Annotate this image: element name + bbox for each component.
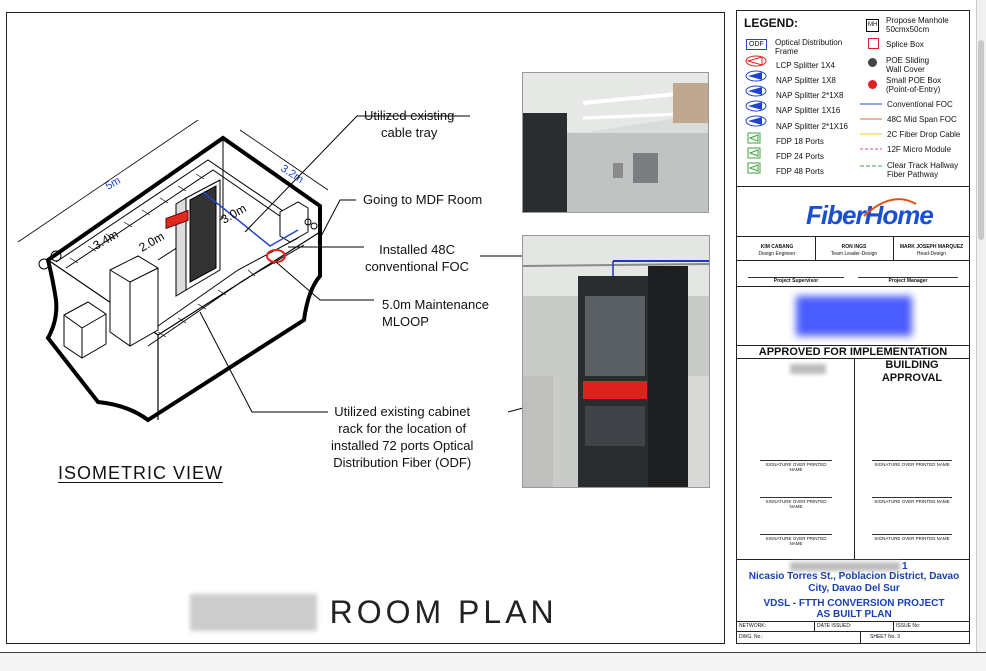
site-address: Nicasio Torres St., Poblacion District, … xyxy=(748,571,960,594)
dwg-no-field: DWG. No.: xyxy=(739,634,764,640)
legend-small-poe: Small POE Box (Point-of-Entry) xyxy=(886,76,942,94)
vertical-scrollbar[interactable] xyxy=(976,0,986,652)
isometric-view-label: ISOMETRIC VIEW xyxy=(58,463,224,483)
legend-conventional-foc: Conventional FOC xyxy=(887,100,953,109)
legend-nap-1x16: NAP Splitter 1X16 xyxy=(776,106,841,115)
signatory-2-name: RON INGS xyxy=(841,244,867,250)
legend-line-icons xyxy=(860,103,882,167)
signatory-2-role: Team Leader-Design xyxy=(830,251,878,257)
redacted-site-name xyxy=(790,562,900,571)
callout-cabinet: Utilized existing cabinet rack for the l… xyxy=(331,404,474,470)
signatory-3-role: Head-Design xyxy=(916,251,947,257)
redacted-room-name: XXXXX xyxy=(190,594,317,631)
legend-left-icons xyxy=(745,55,767,174)
lcp-splitter-icon xyxy=(745,55,767,67)
date-issued-field: DATE ISSUED: xyxy=(817,623,852,629)
title-block-frame xyxy=(736,10,970,644)
legend-2c-drop: 2C Fiber Drop Cable xyxy=(887,130,961,139)
isometric-drawing: 5m 3.2m 3.4m 2.0m 3.0m xyxy=(17,120,329,423)
drawing-frame xyxy=(6,12,725,644)
fdp-icon xyxy=(747,132,761,144)
sig-line-5: SIGNATURE OVER PRINTED NAME xyxy=(760,534,832,546)
signatory-1-name: KIM CABANG xyxy=(760,244,794,250)
sig-line-4: SIGNATURE OVER PRINTED NAME xyxy=(872,497,952,504)
cabinet-rack xyxy=(175,179,221,297)
building-approval: BUILDING APPROVAL xyxy=(881,359,943,384)
callout-cable-tray: Utilized existing cable tray xyxy=(364,108,455,140)
sig-line-3: SIGNATURE OVER PRINTED NAME xyxy=(760,497,832,509)
legend-splice-box: Splice Box xyxy=(886,40,924,49)
odf-highlight xyxy=(165,209,189,230)
poe-sliding-icon xyxy=(868,58,877,67)
sig-line-6: SIGNATURE OVER PRINTED NAME xyxy=(872,534,952,541)
sheet-no-field: SHEET No. 3 xyxy=(870,634,900,640)
legend-clear-track: Clear Track Hallway Fiber Pathway xyxy=(887,161,959,179)
splice-box-icon xyxy=(868,38,879,49)
photo-cabinet-rack xyxy=(522,235,710,488)
scrollbar-thumb[interactable] xyxy=(978,40,984,240)
legend-fdp-24: FDP 24 Ports xyxy=(776,152,824,161)
legend-poe-sliding: POE Sliding Wall Cover xyxy=(886,56,930,74)
callout-mdf: Going to MDF Room xyxy=(363,192,483,207)
fiberhome-logo: FiberHome xyxy=(806,200,934,230)
sig-line-1: SIGNATURE OVER PRINTED NAME xyxy=(760,460,832,472)
signatory-3-name: MARK JOSEPH MARQUEZ xyxy=(899,244,964,250)
page-bottom-edge xyxy=(0,652,986,671)
legend-fdp-48: FDP 48 Ports xyxy=(776,167,824,176)
callout-foc: Installed 48C conventional FOC xyxy=(365,242,470,274)
callout-mloop: 5.0m Maintenance MLOOP xyxy=(382,297,489,329)
room-plan-title: XXXXX ROOM PLAN xyxy=(190,594,558,631)
legend-label-odf: Optical Distribution Frame xyxy=(775,38,843,56)
legend-manhole: Propose Manhole 50cmx50cm xyxy=(886,16,949,34)
legend-title: LEGEND: xyxy=(744,16,798,30)
legend-nap-2x1x8: NAP Splitter 2*1X8 xyxy=(776,91,844,100)
legend-48c-midspan: 48C Mid Span FOC xyxy=(887,115,957,124)
project-supervisor: Project Supervisor xyxy=(748,277,844,284)
legend-nap-2x1x16: NAP Splitter 2*1X16 xyxy=(776,122,848,131)
redacted-approver xyxy=(790,364,826,374)
room-outline xyxy=(45,135,322,423)
approved-title: APPROVED FOR IMPLEMENTATION xyxy=(758,346,948,358)
manhole-icon: MH xyxy=(866,19,880,32)
small-poe-box-icon xyxy=(868,80,877,89)
redacted-client-logo xyxy=(796,296,912,336)
sig-line-2: SIGNATURE OVER PRINTED NAME xyxy=(872,460,952,467)
odf-box-icon: ODF xyxy=(746,39,767,50)
legend-item-odf: ODF xyxy=(746,39,767,50)
network-field: NETWORK: xyxy=(739,623,766,629)
legend-fdp-18: FDP 18 Ports xyxy=(776,137,824,146)
legend-12f-micro: 12F Micro Module xyxy=(887,145,952,154)
signatory-1-role: Design Engineer xyxy=(758,251,796,257)
issue-no-field: ISSUE No: xyxy=(896,623,921,629)
logo-swoosh-icon xyxy=(863,198,917,217)
project-title: VDSL - FTTH CONVERSION PROJECT AS BUILT … xyxy=(763,598,945,620)
legend-nap-1x8: NAP Splitter 1X8 xyxy=(776,76,836,85)
site-suffix: 1 xyxy=(902,561,908,572)
legend-lcp-1x4: LCP Splitter 1X4 xyxy=(776,61,835,70)
project-manager: Project Manager xyxy=(858,277,958,284)
nap-splitter-icon xyxy=(745,70,767,82)
photo-cable-tray xyxy=(522,72,709,213)
